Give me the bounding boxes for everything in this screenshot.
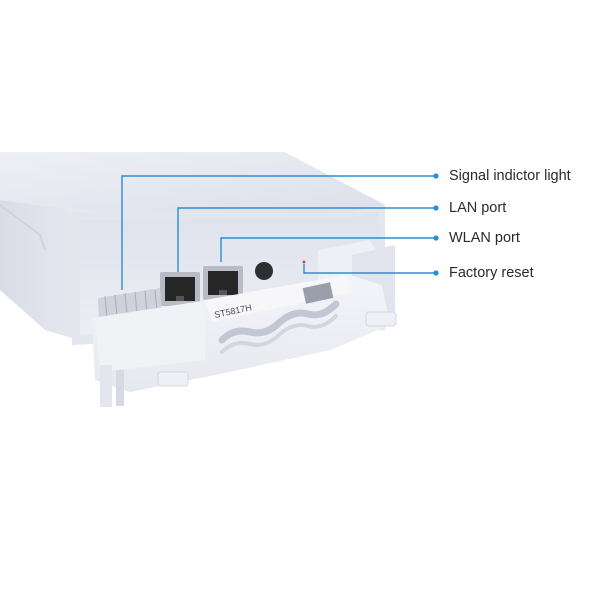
reset-pinhole <box>302 260 306 264</box>
leader-endpoints <box>433 173 439 276</box>
cable-grommet <box>255 262 273 280</box>
callout-wlan-port: WLAN port <box>449 230 520 246</box>
callout-signal-indicator-light: Signal indictor light <box>449 168 571 184</box>
dot-icon <box>433 173 439 179</box>
callout-lan-port: LAN port <box>449 200 507 216</box>
lan-port-jack <box>160 272 200 306</box>
wlan-port-jack <box>203 266 243 300</box>
dot-icon <box>433 235 439 241</box>
port-cover <box>92 275 397 407</box>
callout-factory-reset: Factory reset <box>449 265 534 281</box>
dot-icon <box>433 205 439 211</box>
leader-lan-port <box>177 207 436 272</box>
dot-icon <box>433 270 439 276</box>
leader-wlan-port <box>220 237 436 262</box>
leader-lines <box>121 175 436 290</box>
leader-signal-indicator <box>121 175 436 290</box>
leader-factory-reset <box>303 264 436 274</box>
